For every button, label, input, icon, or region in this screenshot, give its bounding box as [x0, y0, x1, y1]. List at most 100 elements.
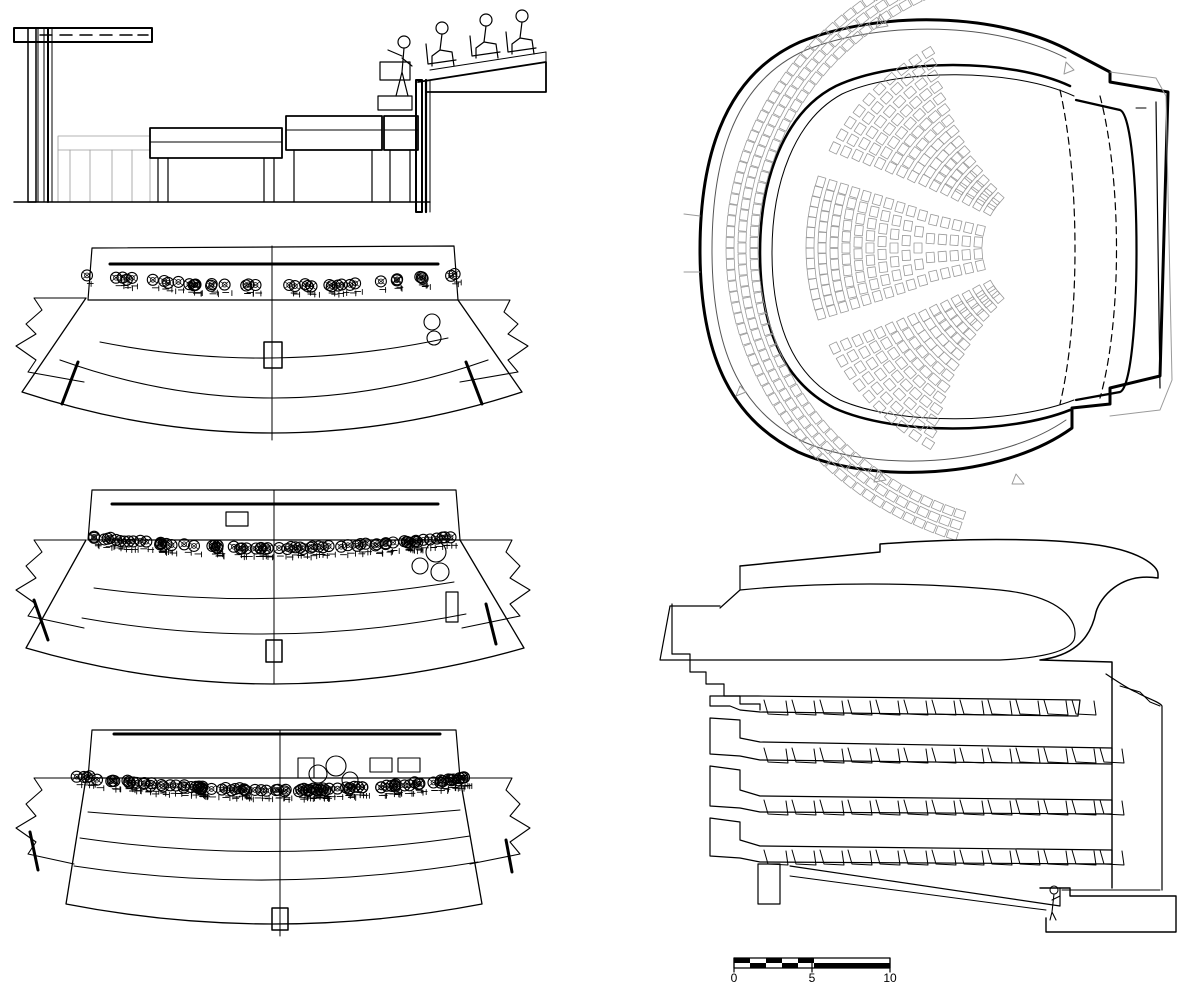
seat — [726, 215, 737, 227]
seat — [767, 368, 780, 382]
section-seat — [819, 849, 845, 866]
seat — [941, 504, 956, 517]
section-seat — [763, 849, 789, 866]
seat — [805, 237, 815, 249]
seat — [932, 92, 947, 106]
seat — [962, 327, 977, 341]
seat — [930, 138, 945, 152]
section-seat — [1071, 849, 1097, 866]
musician-figure — [374, 275, 387, 293]
seat — [749, 248, 759, 259]
seat — [902, 511, 916, 525]
seat — [837, 300, 849, 314]
seat — [915, 137, 929, 152]
seat — [969, 317, 984, 332]
seat — [793, 53, 807, 68]
seat — [899, 104, 914, 118]
musician-figure — [242, 278, 255, 296]
seat — [873, 367, 888, 382]
seat — [823, 294, 835, 307]
seat — [871, 494, 885, 508]
seat — [756, 109, 769, 123]
seat — [931, 361, 946, 375]
musician-figure — [283, 278, 298, 297]
seat — [929, 402, 943, 416]
seat — [911, 125, 925, 139]
seat — [841, 444, 855, 458]
seat — [830, 215, 841, 227]
musician-figure — [310, 784, 325, 802]
seat — [729, 290, 740, 303]
section-seat — [931, 699, 957, 716]
musician-figure — [255, 784, 270, 802]
seat — [843, 115, 857, 130]
musician-figure — [270, 784, 285, 802]
seat — [895, 420, 910, 434]
seat — [884, 410, 898, 425]
seat — [860, 189, 872, 203]
seat — [912, 417, 926, 431]
seat — [890, 369, 905, 384]
seat — [859, 23, 873, 38]
musician-figure — [118, 535, 133, 554]
section-seat — [903, 699, 929, 716]
seat — [758, 312, 770, 326]
section-seat — [1071, 799, 1097, 816]
seat — [936, 332, 950, 347]
seat — [797, 415, 812, 429]
seat — [923, 165, 937, 179]
seat — [817, 253, 827, 265]
seat — [843, 208, 855, 221]
seat — [951, 264, 963, 277]
seat — [939, 216, 951, 229]
seat — [820, 41, 835, 56]
seat — [821, 199, 832, 212]
seat — [814, 175, 827, 189]
seat — [861, 371, 875, 385]
seat — [923, 425, 938, 439]
seat — [915, 344, 929, 359]
musician-figure — [249, 542, 264, 560]
seat — [837, 26, 852, 40]
seat — [812, 432, 827, 447]
seat — [866, 266, 877, 279]
seat — [808, 37, 823, 51]
seat — [905, 500, 919, 514]
seat — [878, 10, 892, 24]
seat — [870, 100, 884, 115]
seat — [865, 230, 876, 242]
seat — [983, 202, 996, 217]
musician-figure — [401, 536, 415, 554]
musician-figure — [259, 542, 274, 561]
seat — [754, 144, 766, 158]
seat — [809, 287, 821, 301]
seat — [976, 308, 990, 322]
seat — [912, 107, 926, 122]
seat — [846, 19, 860, 33]
seat — [945, 529, 959, 541]
seat — [761, 99, 775, 114]
seat — [769, 138, 781, 152]
seat — [807, 206, 819, 218]
seat — [868, 278, 880, 291]
seat — [806, 216, 817, 229]
seat — [890, 400, 904, 415]
seat — [812, 297, 824, 311]
seat — [834, 290, 846, 303]
seat — [979, 294, 993, 309]
seat — [929, 157, 943, 171]
seat — [749, 258, 760, 271]
seat — [853, 248, 863, 260]
seat — [882, 122, 897, 136]
seat — [852, 378, 866, 392]
seat — [908, 146, 922, 160]
seat — [928, 213, 940, 227]
seat — [883, 286, 895, 299]
musicians-plan-large — [70, 770, 473, 803]
seat — [733, 312, 745, 325]
seat — [778, 387, 792, 402]
seat — [795, 89, 809, 103]
seat — [765, 333, 777, 347]
seat — [830, 269, 841, 281]
seat — [965, 186, 980, 200]
